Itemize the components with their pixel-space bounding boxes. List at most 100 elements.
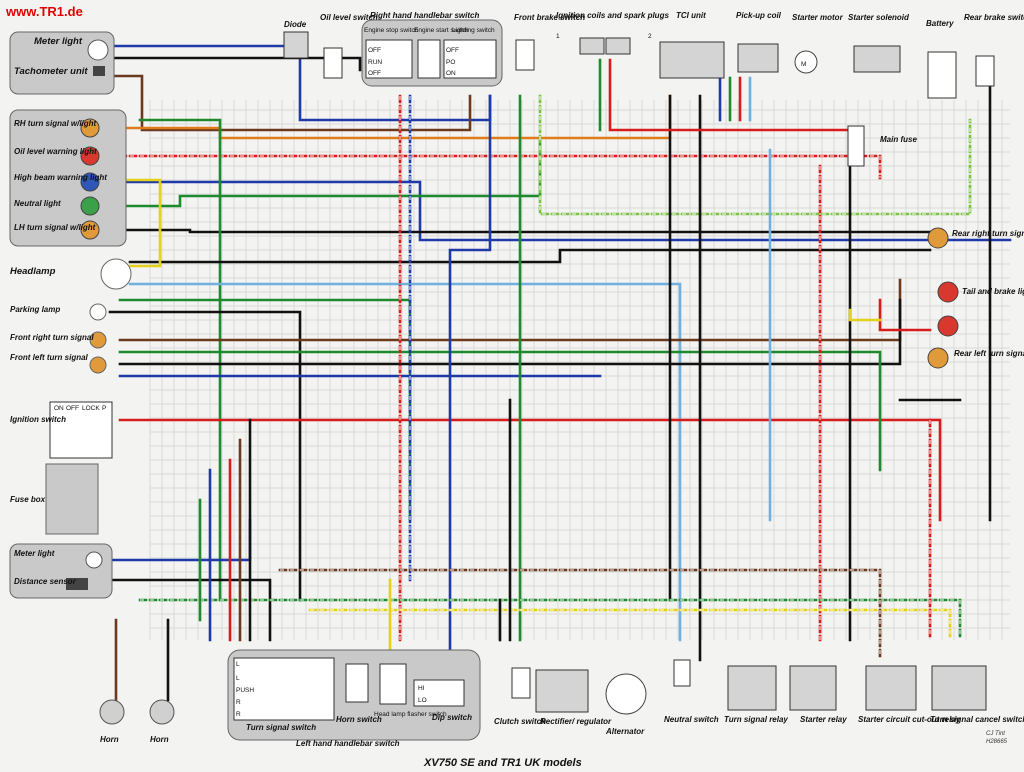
horn-2-icon	[149, 699, 175, 725]
wire-green	[138, 598, 962, 642]
rear-right-turn-label: Rear right turn signal	[952, 229, 1024, 238]
ignition-coils: 1 2 Ignition coils and spark plugs	[556, 11, 669, 55]
fuse-icon	[847, 125, 865, 167]
wire-brown	[112, 74, 472, 132]
wire-green	[138, 118, 222, 602]
front-brake-switch-label: Front brake switch	[514, 13, 585, 22]
rh-turn-label: RH turn signal w/light	[14, 119, 97, 128]
meter-light-label: Meter light	[34, 36, 83, 47]
wire-red	[608, 58, 862, 132]
svg-text:OFF: OFF	[446, 47, 459, 54]
fuse-box: Fuse box	[10, 463, 99, 535]
horns: Horn Horn	[99, 699, 175, 744]
left-handlebar-switch: L L PUSH R R HI LO Turn signal switch Ho…	[227, 649, 481, 748]
battery-icon	[927, 51, 957, 99]
starter-relay-label: Starter relay	[800, 715, 847, 724]
left-handlebar-switch-label: Left hand handlebar switch	[296, 739, 400, 748]
clutch-switch-label: Clutch switch	[494, 717, 546, 726]
headlamp-icon	[100, 258, 132, 290]
wire-red	[118, 418, 942, 522]
svg-text:LO: LO	[418, 697, 427, 704]
rectifier-regulator: Rectifier/ regulator	[535, 669, 612, 726]
battery-label: Battery	[926, 19, 954, 28]
front-brake-switch: Front brake switch	[514, 13, 585, 71]
diagram-title: XV750 SE and TR1 UK models	[423, 757, 582, 769]
lighting-switch-label: Lighting switch	[452, 27, 495, 34]
diode-label: Diode	[284, 20, 307, 29]
credit-code: H28665	[986, 739, 1008, 745]
wire-brown	[278, 568, 882, 662]
oil-level-switch: Oil level switch	[320, 13, 378, 79]
fuse-box-label: Fuse box	[10, 495, 46, 504]
tail-light-bulb	[937, 281, 959, 303]
wire-black	[108, 578, 272, 642]
motor-icon	[794, 50, 818, 74]
turn-signal-switch-label: Turn signal switch	[246, 723, 316, 732]
svg-text:Tachometer unit: Tachometer unit	[14, 66, 88, 77]
ignition-switch: ON OFF LOCK P Ignition switch	[10, 401, 113, 459]
wire-yellow	[848, 308, 882, 322]
ignition-coils-label: Ignition coils and spark plugs	[556, 11, 669, 20]
meter-distance-panel: Meter light Distance sensor	[9, 543, 113, 599]
oil-warning-bulb	[80, 146, 100, 166]
front-lamps: Headlamp Parking lamp Front right turn s…	[10, 258, 132, 374]
starter-solenoid: Starter solenoid	[848, 13, 910, 73]
ignition-switch-label: Ignition switch	[10, 415, 66, 424]
front-right-turn-label: Front right turn signal	[10, 333, 94, 342]
right-handlebar-switch-label: Right hand handlebar switch	[370, 11, 479, 20]
wire-tracer	[310, 609, 951, 640]
horn-1-icon	[99, 699, 125, 725]
rear-left-turn-bulb	[927, 347, 949, 369]
svg-text:ON: ON	[446, 70, 456, 77]
meter-light-bulb	[87, 39, 109, 61]
headlamp-label: Headlamp	[10, 266, 56, 277]
wiring-harness	[108, 44, 1012, 702]
relays: Turn signal relay Starter relay Starter …	[724, 665, 1024, 724]
wire-green	[118, 350, 882, 472]
wire-red	[878, 298, 932, 332]
warning-lights-panel: RH turn signal w/light Oil level warning…	[9, 109, 127, 247]
oil-warning-label: Oil level warning light	[14, 147, 97, 156]
site-url[interactable]: www.TR1.de	[5, 4, 83, 19]
wire-black	[118, 228, 942, 234]
pickup-coil: Pick-up coil	[736, 11, 782, 73]
oil-level-switch-label: Oil level switch	[320, 13, 378, 22]
parking-lamp-icon	[89, 303, 107, 321]
wire-tracer	[120, 155, 881, 178]
svg-text:OFF: OFF	[66, 405, 79, 412]
svg-text:PO: PO	[446, 59, 455, 66]
meter-light-2-label: Meter light	[14, 549, 55, 558]
starter-relay	[789, 665, 837, 711]
starter-cutout-label: Starter circuit cut-out relay	[858, 715, 961, 724]
rear-lights: Rear right turn signal Tail and brake li…	[927, 227, 1024, 369]
wire-black	[128, 248, 932, 264]
starter-motor: M Starter motor	[792, 13, 844, 74]
svg-text:M: M	[801, 61, 806, 68]
rectifier-label: Rectifier/ regulator	[540, 717, 612, 726]
rear-left-turn-label: Rear left turn signal	[954, 349, 1024, 358]
wire-blue	[118, 180, 1012, 242]
wire-orange	[118, 94, 672, 140]
front-left-turn-icon	[89, 356, 107, 374]
high-beam-label: High beam warning light	[14, 173, 107, 182]
credit-author: CJ Tint	[986, 731, 1005, 737]
turn-signal-relay-label: Turn signal relay	[724, 715, 788, 724]
engine-stop-label: Engine stop switch	[364, 27, 419, 34]
svg-text:LOCK: LOCK	[82, 405, 100, 412]
tail-brake-label: Tail and brake lights	[962, 287, 1024, 296]
rear-right-turn-bulb	[927, 227, 949, 249]
rear-brake-switch-label: Rear brake switch	[964, 13, 1024, 22]
pickup-coil-label: Pick-up coil	[736, 11, 782, 20]
svg-text:RUN: RUN	[368, 59, 382, 66]
clutch-switch: Clutch switch	[494, 667, 546, 726]
lh-turn-bulb	[80, 220, 100, 240]
tachometer-icon	[93, 66, 105, 76]
tci-unit-label: TCI unit	[676, 11, 706, 20]
svg-text:R: R	[236, 711, 241, 718]
rear-brake-switch: Rear brake switch	[964, 13, 1024, 87]
alternator: Alternator	[605, 673, 647, 736]
svg-text:2: 2	[648, 33, 652, 40]
neutral-light-label: Neutral light	[14, 199, 61, 208]
high-beam-bulb	[80, 172, 100, 192]
svg-text:Meter light: Meter light	[34, 36, 83, 47]
